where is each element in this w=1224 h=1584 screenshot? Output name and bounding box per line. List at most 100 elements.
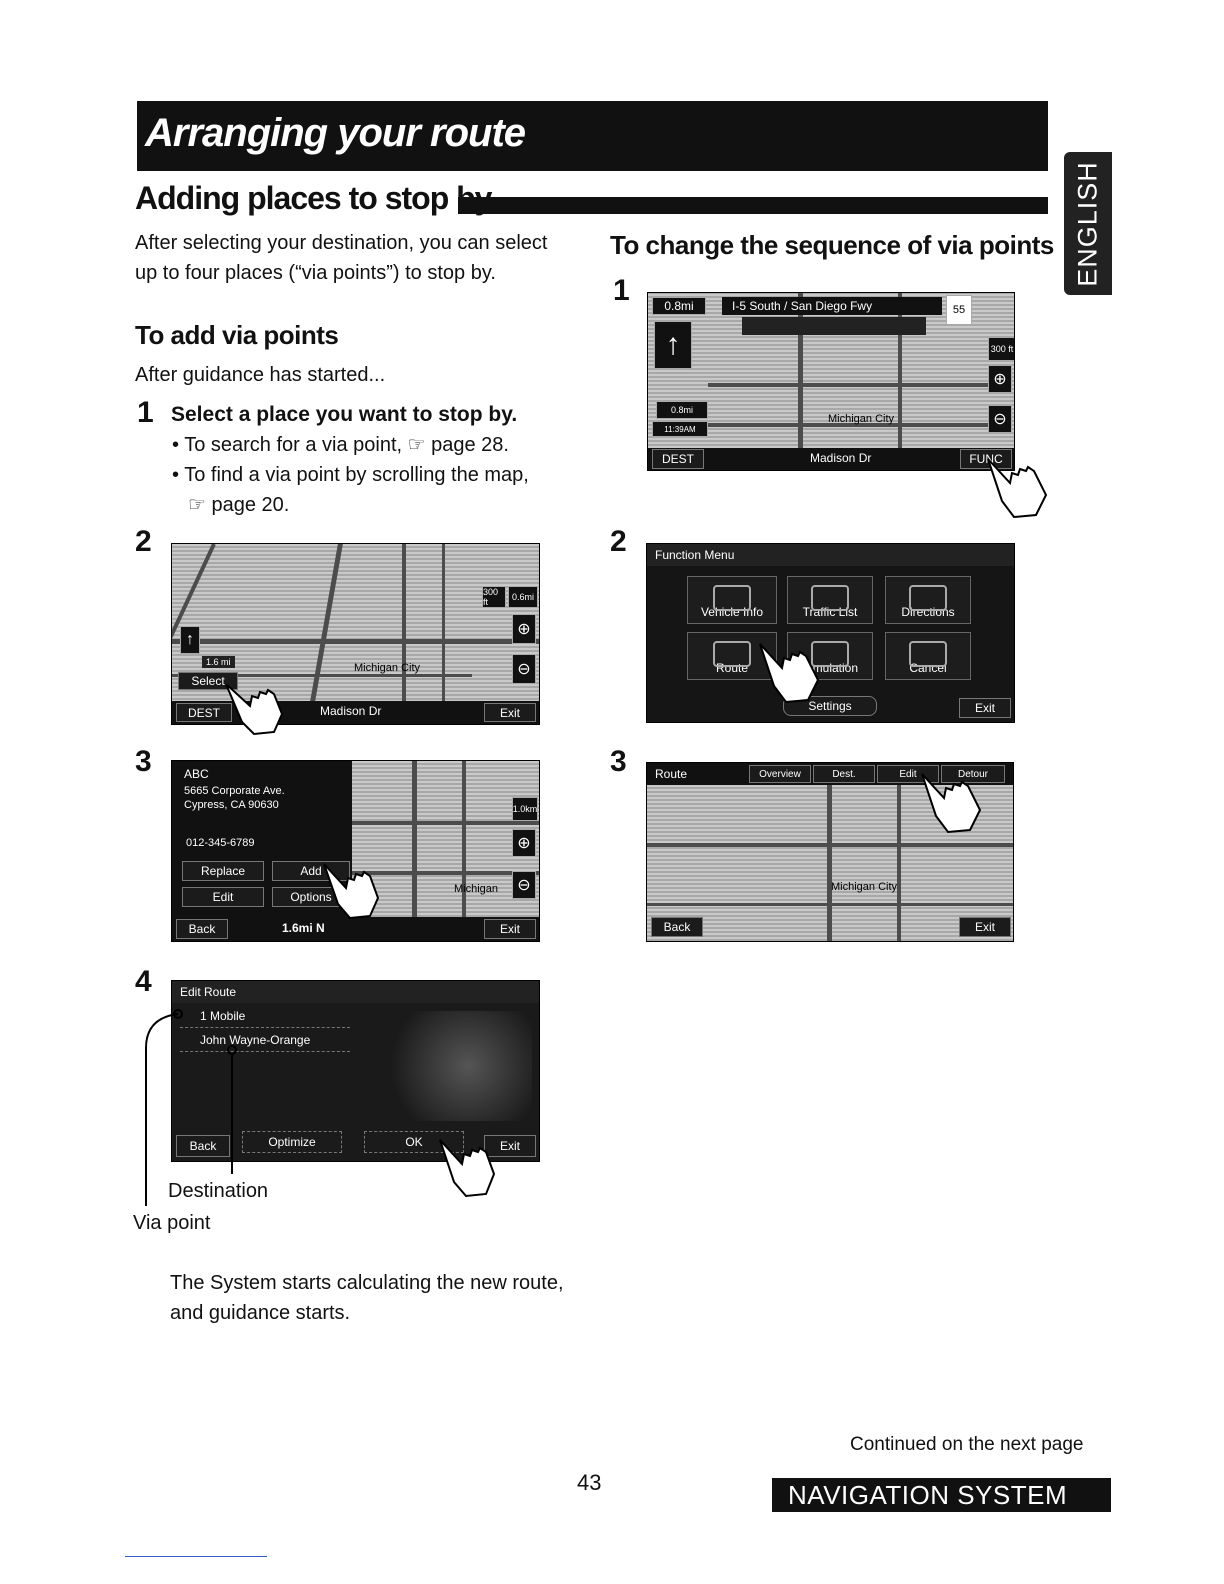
function-menu-title: Function Menu (655, 548, 735, 562)
intro-text: After selecting your destination, you ca… (135, 232, 548, 284)
replace-button[interactable]: Replace (182, 861, 264, 881)
map-city-label: Michigan City (354, 662, 421, 674)
section-title: Arranging your route (145, 111, 526, 155)
zoom-in-icon[interactable]: ⊕ (988, 365, 1012, 393)
edit-route-screen: Edit Route 1 Mobile John Wayne-Orange Ba… (171, 980, 540, 1162)
page-heading: Adding places to stop by (135, 180, 492, 216)
dest-button[interactable]: DEST (176, 703, 232, 722)
scale-box: 300 ft (482, 586, 506, 608)
lane-distance: 0.8mi (656, 401, 708, 419)
footer-rule (125, 1556, 267, 1557)
edit-route-title: Edit Route (180, 985, 237, 999)
exit-button[interactable]: Exit (959, 698, 1011, 718)
route-icon (713, 641, 751, 667)
zoom-out-icon[interactable]: ⊖ (512, 654, 536, 684)
bullet-1: • To search for a via point, ☞ page 28. (172, 434, 509, 456)
route-button[interactable]: Route (687, 632, 777, 680)
function-menu-screen: Function Menu Vehicle Info Traffic List … (646, 543, 1015, 723)
edit-route-titlebar (172, 981, 539, 1003)
bullet-2-text: To find a via point by scrolling the map… (184, 464, 529, 486)
route-item[interactable]: 1 Mobile (180, 1009, 350, 1028)
map-city-label: Michigan City (828, 413, 895, 425)
left-step-3-number: 3 (135, 745, 152, 778)
vehicle-info-button[interactable]: Vehicle Info (687, 576, 777, 624)
place-address-2: Cypress, CA 90630 (184, 799, 279, 811)
place-phone: 012-345-6789 (186, 837, 255, 849)
exit-button[interactable]: Exit (959, 917, 1011, 937)
exit-button[interactable]: Exit (484, 1135, 536, 1157)
options-button[interactable]: Options (272, 887, 350, 907)
route-title: Route (655, 767, 688, 781)
directions-button[interactable]: Directions (885, 576, 971, 624)
next-turn-distance: 0.8mi (652, 297, 706, 315)
directions-label: Directions (901, 605, 955, 619)
map-bottom-bar (172, 917, 539, 941)
route-item[interactable]: John Wayne-Orange (180, 1033, 350, 1052)
route-label: Route (715, 661, 749, 675)
map-city-label: Michigan (454, 883, 499, 895)
language-tab-label: ENGLISH (1072, 160, 1103, 287)
cancel-icon (909, 641, 947, 667)
function-menu-titlebar (647, 544, 1014, 566)
bullet-2-page: ☞ page 20. (188, 494, 290, 516)
ok-button[interactable]: OK (364, 1131, 464, 1153)
distance-label: 1.6 mi (202, 656, 235, 668)
place-name: ABC (184, 767, 209, 781)
cancel-label: Cancel (909, 661, 947, 675)
lane-guidance (742, 317, 926, 335)
select-button[interactable]: Select (178, 672, 238, 690)
guidance-map-screen: Michigan City 0.8mi I-5 South / San Dieg… (647, 292, 1015, 471)
zoom-in-icon[interactable]: ⊕ (512, 829, 536, 857)
back-button[interactable]: Back (651, 917, 703, 937)
speed-limit-sign: 55 (946, 295, 972, 325)
exit-button[interactable]: Exit (484, 919, 536, 939)
back-button[interactable]: Back (176, 1135, 230, 1157)
page-number: 43 (577, 1470, 602, 1495)
simulation-icon (811, 641, 849, 667)
bullet-2: • To find a via point by scrolling the m… (172, 464, 529, 486)
heading-arrow-icon: ↑ (180, 626, 200, 654)
right-step-2-number: 2 (610, 525, 627, 558)
traffic-list-icon (811, 585, 849, 611)
detour-tab[interactable]: Detour (941, 765, 1005, 783)
zoom-out-icon[interactable]: ⊖ (988, 405, 1012, 433)
route-item-label: John Wayne-Orange (200, 1033, 311, 1047)
back-button[interactable]: Back (176, 919, 228, 939)
dest-button[interactable]: DEST (652, 449, 704, 469)
left-step-2-number: 2 (135, 525, 152, 558)
map-city-label: Michigan City (831, 881, 898, 893)
map-bottom-bar (648, 448, 1014, 470)
pointing-hand-icon (759, 643, 820, 704)
step-1-title: Select a place you want to stop by. (171, 403, 518, 426)
cancel-button[interactable]: Cancel (885, 632, 971, 680)
street-name: Madison Dr (810, 451, 872, 465)
place-address-1: 5665 Corporate Ave. (184, 785, 285, 797)
dest-tab[interactable]: Dest. (813, 765, 875, 783)
directions-icon (909, 585, 947, 611)
step-1-number: 1 (137, 396, 154, 429)
change-sequence-heading: To change the sequence of via points (610, 230, 1054, 260)
func-button[interactable]: FUNC (960, 449, 1012, 469)
decorative-graphic (372, 1011, 532, 1121)
pointing-hand-icon (921, 773, 982, 834)
after-guidance-text: After guidance has started... (135, 364, 386, 386)
pointing-hand-icon (987, 458, 1048, 519)
zoom-out-icon[interactable]: ⊖ (512, 871, 536, 899)
edit-button[interactable]: Edit (182, 887, 264, 907)
exit-button[interactable]: Exit (484, 703, 536, 722)
optimize-button[interactable]: Optimize (242, 1131, 342, 1153)
annotation-via-point: Via point (133, 1212, 211, 1234)
right-step-3-number: 3 (610, 745, 627, 778)
traffic-list-label: Traffic List (802, 605, 858, 619)
annotation-destination: Destination (168, 1180, 269, 1202)
language-tab: ENGLISH (1064, 152, 1112, 295)
street-name: Madison Dr (320, 704, 382, 718)
zoom-in-icon[interactable]: ⊕ (512, 614, 536, 644)
overview-tab[interactable]: Overview (749, 765, 811, 783)
current-road: I-5 South / San Diego Fwy (722, 297, 942, 315)
scale-box: 1.0km (512, 797, 538, 821)
annotation-lines (145, 1009, 237, 1206)
vehicle-info-icon (713, 585, 751, 611)
continued-note: Continued on the next page (850, 1434, 1084, 1455)
traffic-list-button[interactable]: Traffic List (787, 576, 873, 624)
